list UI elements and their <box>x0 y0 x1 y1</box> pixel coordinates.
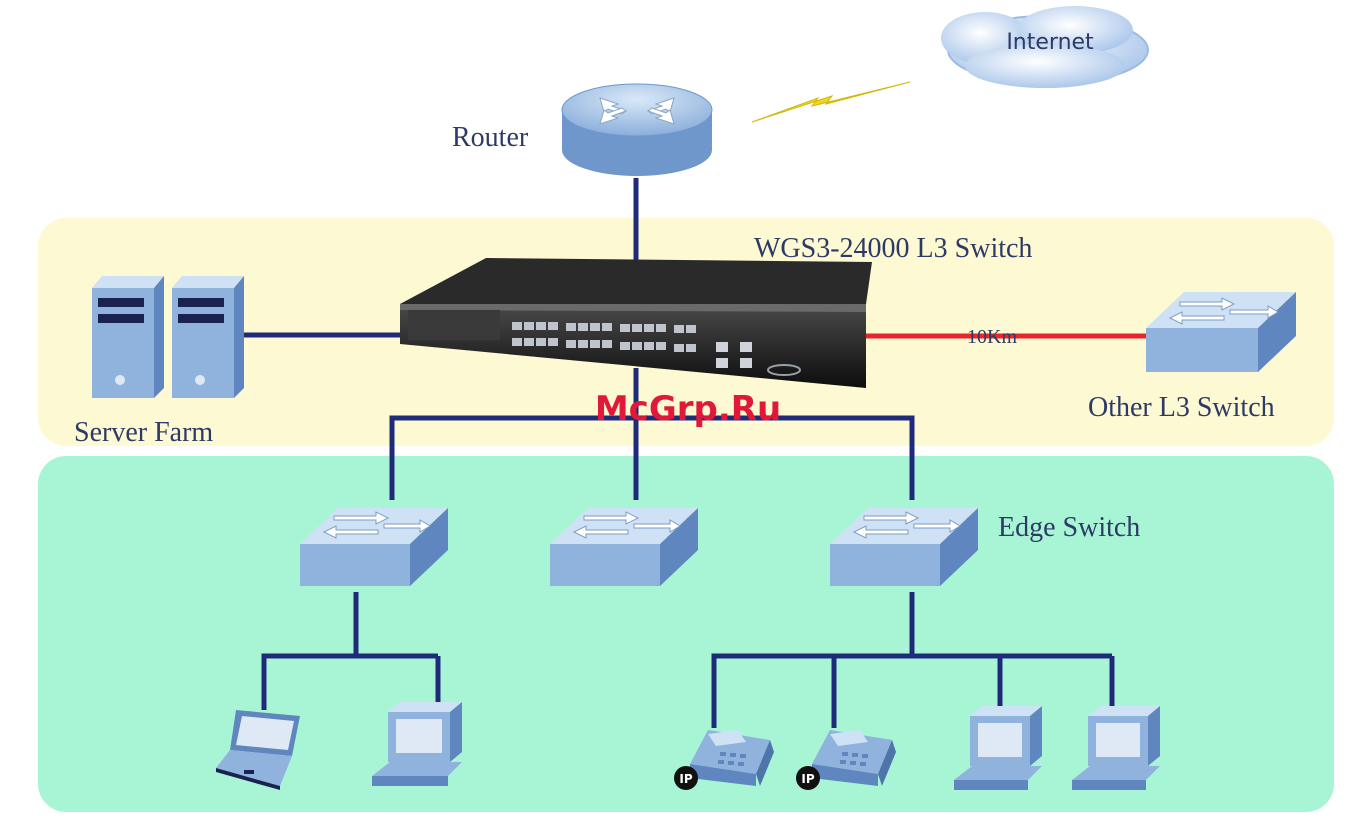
edge-switch-label: Edge Switch <box>998 512 1140 543</box>
server-farm-label: Server Farm <box>74 417 213 448</box>
server-icon <box>172 276 244 398</box>
distance-label: 10Km <box>967 326 1017 348</box>
server-icon <box>92 276 164 398</box>
wan-lightning-icon <box>752 82 910 122</box>
ip-badge: IP <box>801 772 814 786</box>
internet-cloud-icon: Internet <box>941 6 1148 88</box>
other-l3-switch-label: Other L3 Switch <box>1088 392 1275 423</box>
l3-switch-label: WGS3-24000 L3 Switch <box>754 233 1032 264</box>
ip-badge: IP <box>679 772 692 786</box>
internet-label: Internet <box>1006 30 1094 55</box>
router-icon <box>562 84 712 176</box>
watermark: McGrp.Ru <box>595 389 781 429</box>
router-label: Router <box>452 122 529 153</box>
